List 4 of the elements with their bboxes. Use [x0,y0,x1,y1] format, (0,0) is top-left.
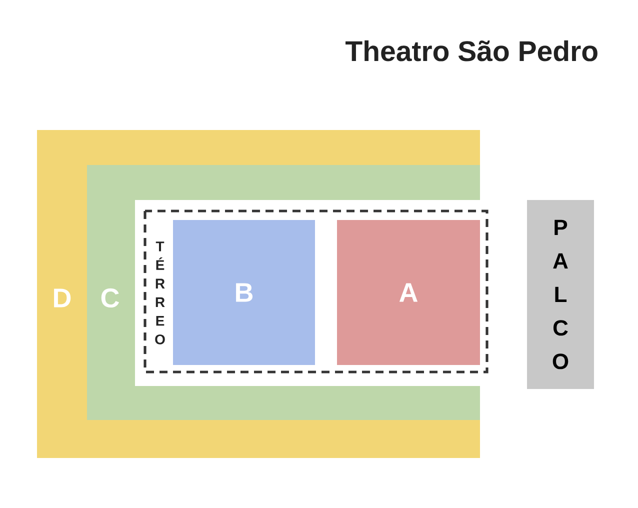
title: Theatro São Pedro [346,40,598,62]
seating-block: B [173,220,315,365]
seating-block: A [337,220,480,365]
stage-block: PALCO [527,200,594,389]
